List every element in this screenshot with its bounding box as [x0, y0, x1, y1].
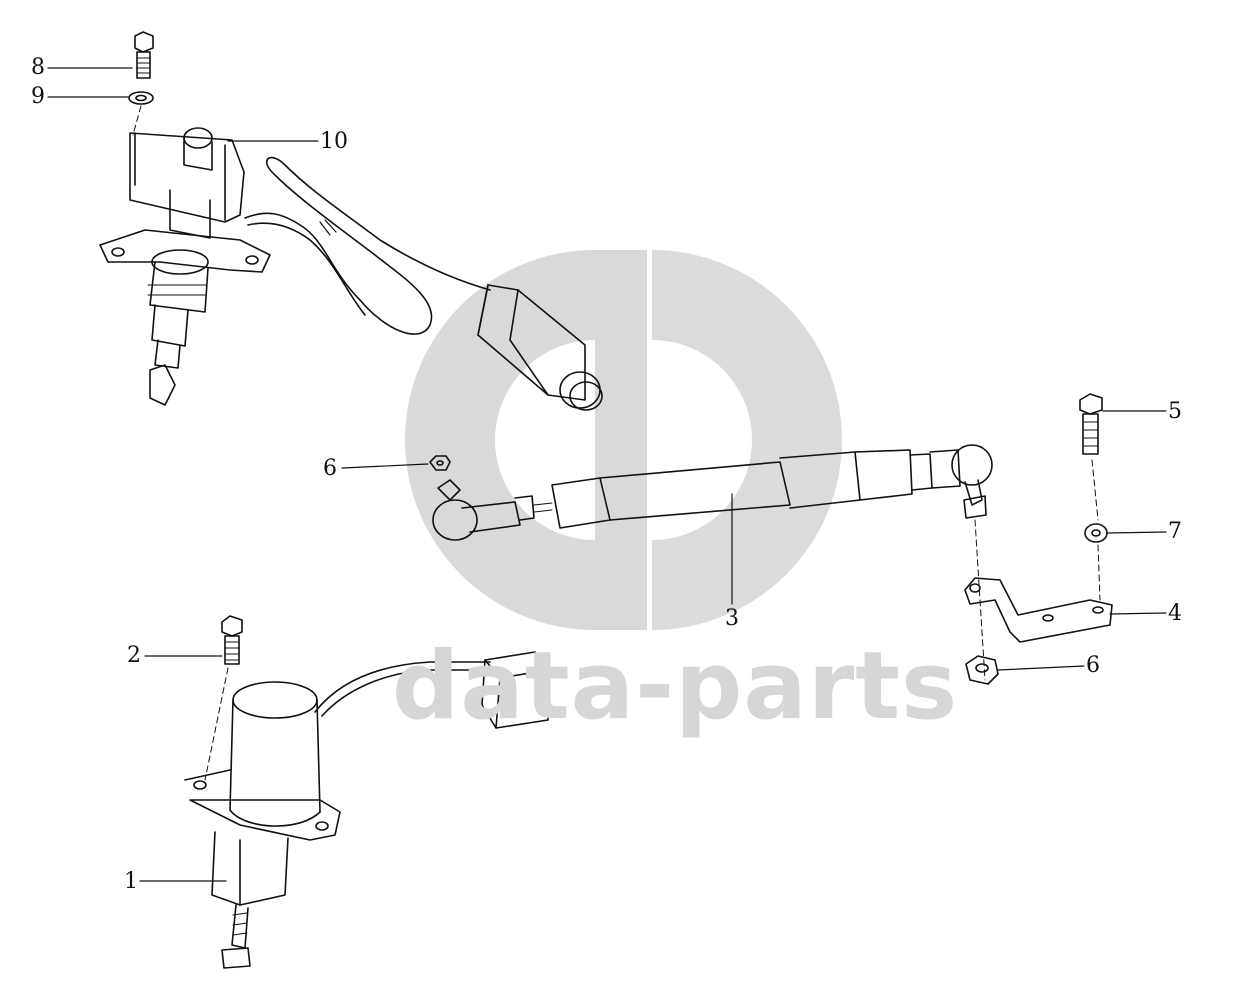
- callout-4: 4: [1168, 601, 1182, 626]
- nut-6-lower: [965, 655, 999, 685]
- bolt-5: [1079, 393, 1103, 455]
- lever-bracket-4: [964, 577, 1113, 643]
- watermark-text: data-parts: [392, 632, 959, 741]
- callout-1: 1: [124, 869, 138, 894]
- watermark-logo: [405, 250, 842, 630]
- linkage-rod-3: [432, 444, 993, 541]
- callout-3: 3: [725, 606, 739, 631]
- bolt-8: [134, 31, 154, 79]
- washer-9: [128, 91, 154, 105]
- callout-9: 9: [31, 84, 45, 109]
- washer-7: [1084, 523, 1108, 543]
- callout-6-lower: 6: [1086, 653, 1100, 678]
- callout-2: 2: [127, 643, 141, 668]
- callout-5: 5: [1168, 399, 1182, 424]
- callout-8: 8: [31, 55, 45, 80]
- callout-7: 7: [1168, 519, 1182, 544]
- nut-6-upper: [429, 455, 451, 471]
- callout-10: 10: [320, 129, 348, 154]
- stop-solenoid-1: [184, 651, 551, 969]
- leader-lines: [47, 67, 1167, 882]
- solenoid-assembly-10: [99, 127, 603, 411]
- callout-6-upper: 6: [323, 456, 337, 481]
- bolt-2: [221, 615, 243, 665]
